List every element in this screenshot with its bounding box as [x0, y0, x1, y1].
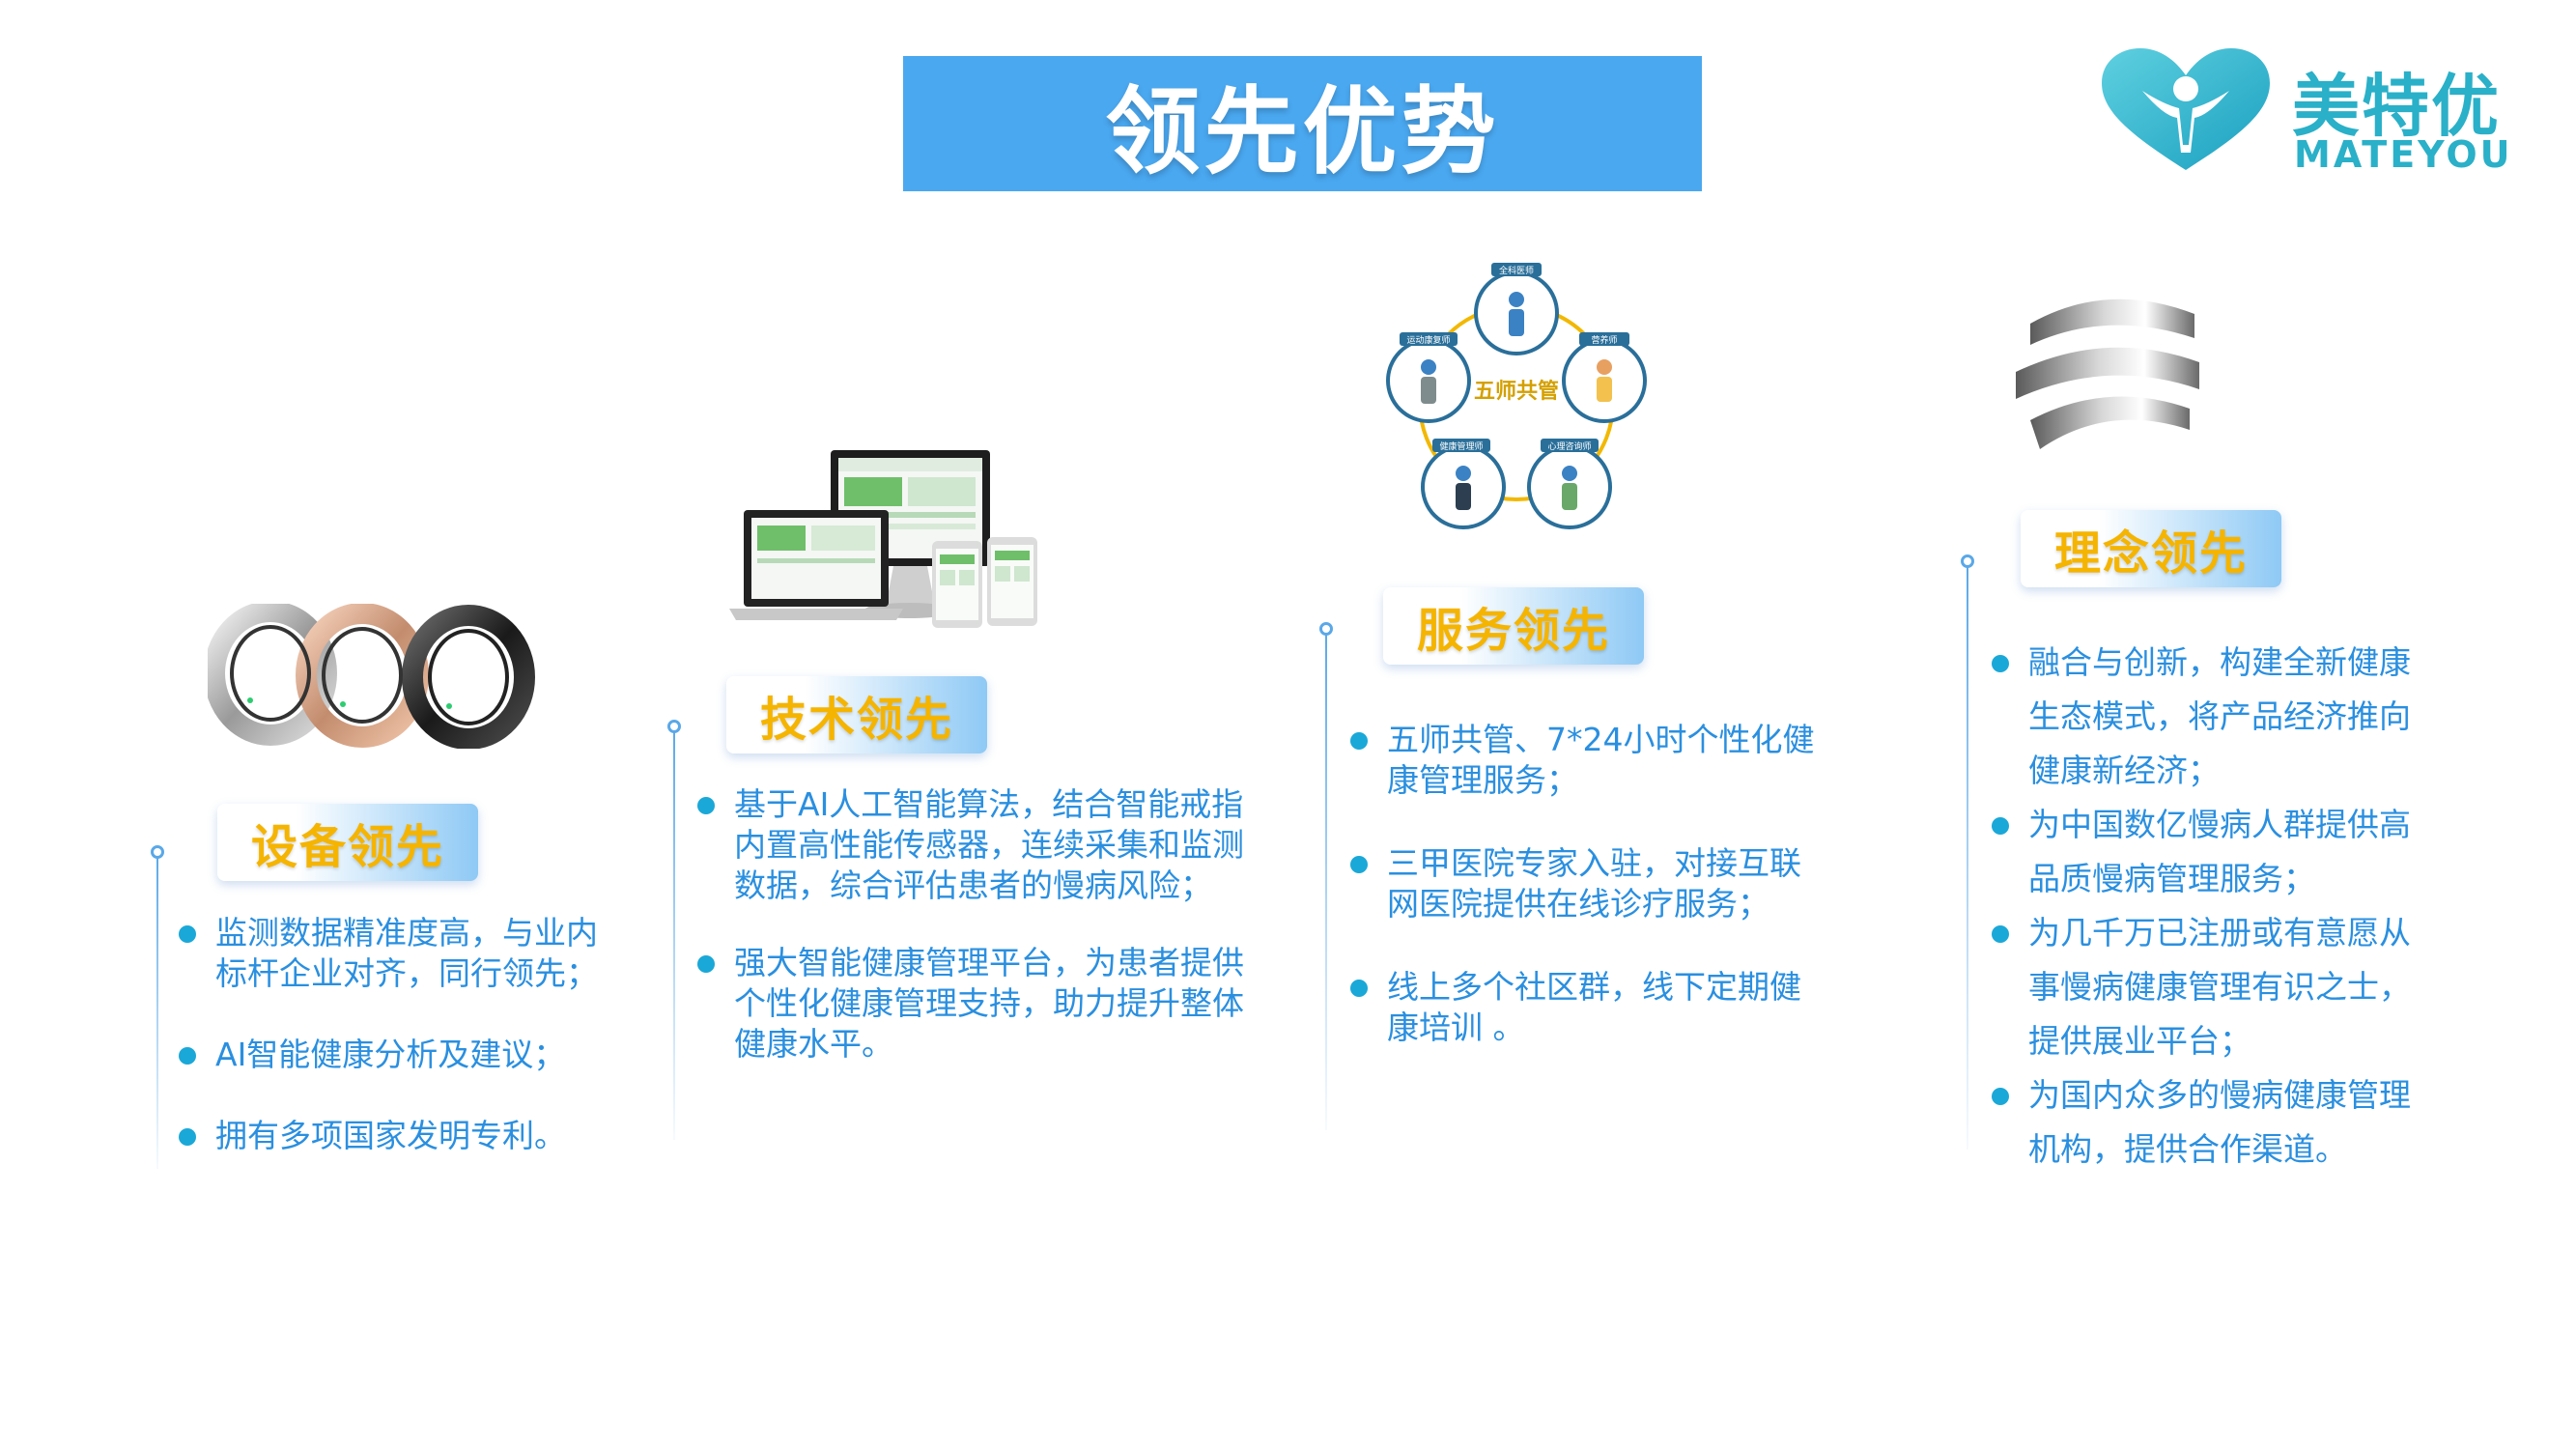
timeline-line-device [156, 850, 158, 1169]
concept-3d-icon [2016, 298, 2199, 449]
list-concept: 融合与创新，构建全新健康生态模式，将产品经济推向健康新经济； 为中国数亿慢病人群… [1992, 636, 2434, 1177]
diagram-role-label: 全科医师 [1499, 265, 1534, 276]
badge-concept-title: 理念领先 [2053, 526, 2248, 581]
timeline-line-concept [1967, 560, 1968, 1150]
smart-rings-image [208, 604, 535, 749]
diagram-role-label: 健康管理师 [1439, 440, 1483, 452]
badge-concept: 理念领先 [2021, 510, 2281, 587]
badge-tech: 技术领先 [726, 676, 987, 753]
page-title: 领先优势 [1105, 77, 1500, 187]
list-item: 为几千万已注册或有意愿从事慢病健康管理有识之士，提供展业平台； [1992, 906, 2434, 1068]
list-item: 为中国数亿慢病人群提供高品质慢病管理服务； [1992, 798, 2434, 906]
list-item: AI智能健康分析及建议； [179, 1035, 613, 1075]
diagram-role-label: 运动康复师 [1406, 334, 1450, 346]
badge-service-title: 服务领先 [1416, 604, 1610, 658]
logo-name-cn: 美特优 [2292, 67, 2501, 146]
timeline-line-service [1325, 628, 1327, 1130]
five-specialist-diagram: 五师共管 全科医师 营养师 心理咨询师 健康管理师 运动康复师 [1386, 263, 1647, 529]
timeline-line-tech [673, 724, 675, 1140]
heart-logo-icon [2102, 48, 2270, 170]
timeline-dot-tech [667, 720, 681, 733]
diagram-center-label: 五师共管 [1474, 379, 1559, 404]
list-item: 拥有多项国家发明专利。 [179, 1116, 613, 1156]
logo: 美特优 MATEYOU [2094, 44, 2519, 180]
timeline-dot-concept [1961, 554, 1974, 568]
multi-device-image [729, 450, 1037, 628]
list-tech: 基于AI人工智能算法，结合智能戒指内置高性能传感器，连续采集和监测数据，综合评估… [697, 784, 1267, 1101]
list-item: 基于AI人工智能算法，结合智能戒指内置高性能传感器，连续采集和监测数据，综合评估… [697, 784, 1267, 906]
logo-name-en: MATEYOU [2294, 133, 2513, 176]
list-item: 强大智能健康管理平台，为患者提供个性化健康管理支持，助力提升整体健康水平。 [697, 943, 1267, 1065]
diagram-role-label: 心理咨询师 [1547, 440, 1591, 452]
badge-device: 设备领先 [217, 804, 478, 881]
list-item: 监测数据精准度高，与业内标杆企业对齐，同行领先； [179, 913, 613, 994]
badge-device-title: 设备领先 [250, 820, 444, 874]
list-item: 五师共管、7*24小时个性化健康管理服务； [1350, 720, 1824, 801]
list-device: 监测数据精准度高，与业内标杆企业对齐，同行领先； AI智能健康分析及建议； 拥有… [179, 913, 613, 1197]
badge-tech-title: 技术领先 [759, 693, 953, 747]
title-banner: 领先优势 [903, 56, 1702, 191]
badge-service: 服务领先 [1383, 587, 1644, 665]
list-item: 线上多个社区群，线下定期健康培训 。 [1350, 967, 1824, 1048]
timeline-dot-service [1319, 622, 1333, 636]
list-item: 融合与创新，构建全新健康生态模式，将产品经济推向健康新经济； [1992, 636, 2434, 798]
diagram-role-label: 营养师 [1591, 334, 1617, 346]
list-item: 为国内众多的慢病健康管理机构，提供合作渠道。 [1992, 1068, 2434, 1177]
list-item: 三甲医院专家入驻，对接互联网医院提供在线诊疗服务； [1350, 843, 1824, 924]
list-service: 五师共管、7*24小时个性化健康管理服务； 三甲医院专家入驻，对接互联网医院提供… [1350, 720, 1824, 1091]
timeline-dot-device [151, 845, 164, 859]
